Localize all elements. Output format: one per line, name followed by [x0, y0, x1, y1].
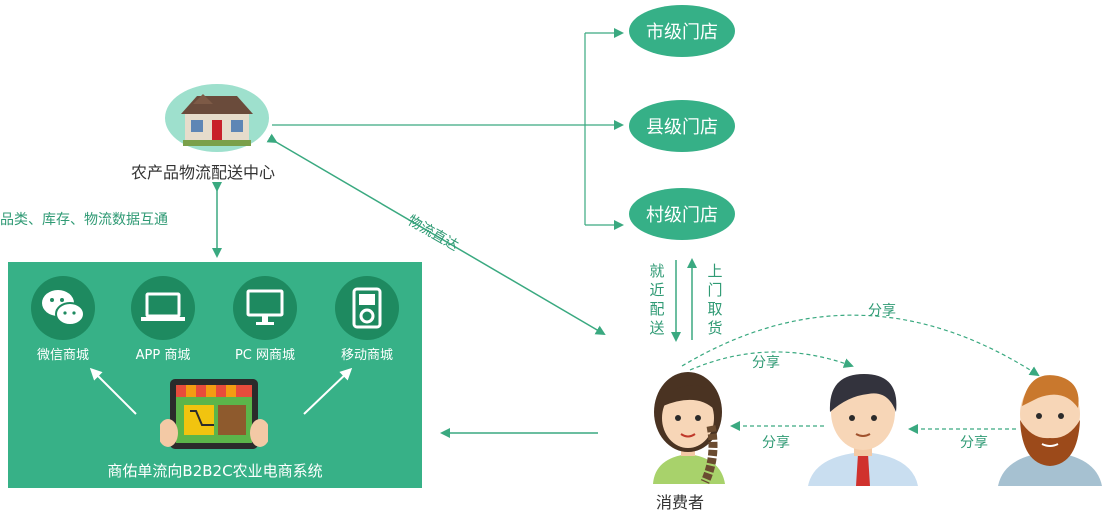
nearby-delivery-label: 就 近 配 送 — [649, 262, 665, 337]
panel-arrows — [89, 367, 353, 415]
pickup-label: 上 门 取 货 — [707, 262, 723, 337]
data-sync-label: 品类、库存、物流数据互通 — [0, 212, 168, 228]
village-store: 村级门店 — [629, 188, 735, 240]
share-arc-far — [681, 314, 1040, 377]
wechat-channel — [31, 276, 95, 340]
distribution-center-label: 农产品物流配送中心 — [131, 163, 276, 182]
share-label-back-2: 分享 — [960, 435, 988, 451]
app-channel — [131, 276, 195, 340]
consumer-label: 消费者 — [656, 493, 705, 512]
share-label-near: 分享 — [752, 355, 780, 371]
consumer-woman-avatar — [653, 372, 725, 484]
system-label: 商佑单流向B2B2C农业电商系统 — [107, 462, 323, 480]
consumer-bearded-avatar — [998, 375, 1102, 486]
wechat-channel-label: 微信商城 — [36, 348, 89, 363]
mobile-channel — [335, 276, 399, 340]
app-channel-label: APP 商城 — [135, 348, 191, 363]
house-icon — [181, 94, 253, 146]
ecommerce-platform-panel: 微信商城 APP 商城 PC 网商城 移动商城 商佑单流向B2B2C农业电商系统 — [8, 262, 422, 488]
county-store: 县级门店 — [629, 100, 735, 152]
laptop-icon — [141, 292, 185, 321]
share-label-back-1: 分享 — [762, 435, 790, 451]
consumer-man-avatar — [808, 374, 918, 486]
mobile-channel-label: 移动商城 — [340, 348, 393, 363]
distribution-center — [165, 84, 269, 152]
pc-channel — [233, 276, 297, 340]
share-label-far: 分享 — [868, 303, 896, 319]
tablet-shop-icon — [160, 379, 268, 449]
mobile-device-icon — [352, 287, 382, 329]
direct-logistics-arrow — [266, 133, 606, 336]
monitor-icon — [246, 289, 284, 325]
city-store: 市级门店 — [629, 5, 735, 57]
pc-channel-label: PC 网商城 — [234, 348, 296, 363]
wechat-icon — [42, 290, 85, 326]
